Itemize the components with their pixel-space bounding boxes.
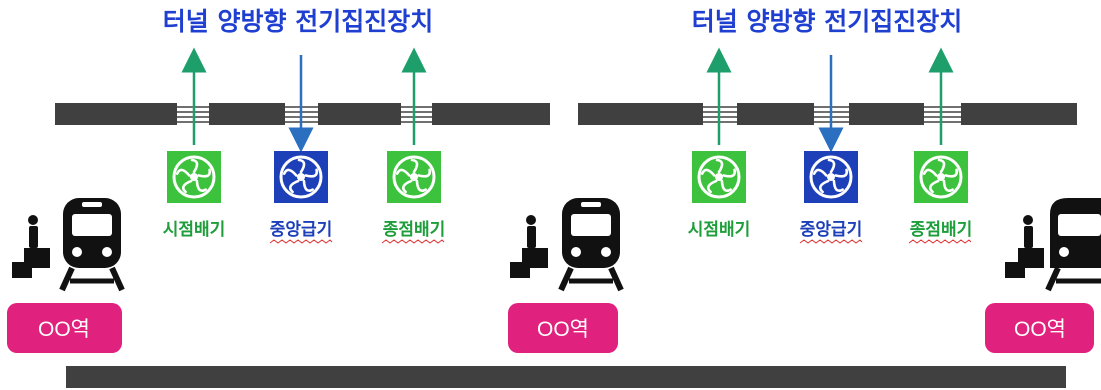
station-label: OO역 xyxy=(1014,318,1066,341)
fan-label-center-supply: 중앙급기 xyxy=(800,220,863,240)
fan-label-end-exhaust: 종점배기 xyxy=(383,220,446,240)
station-badge: OO역 xyxy=(508,303,618,353)
fan-icon xyxy=(804,151,858,203)
fan-icon xyxy=(692,151,746,203)
station-label: OO역 xyxy=(38,318,90,341)
person-icon xyxy=(12,215,50,278)
section-title-left: 터널 양방향 전기집진장치 xyxy=(163,7,433,36)
station-label: OO역 xyxy=(537,318,589,341)
train-icon xyxy=(59,198,125,292)
fan-label-start-exhaust: 시점배기 xyxy=(163,220,226,240)
fan-icon xyxy=(387,151,441,203)
tunnel-track-left xyxy=(55,103,550,125)
person-icon xyxy=(510,215,548,278)
fan-label-start-exhaust: 시점배기 xyxy=(688,220,751,240)
spellcheck-underline xyxy=(269,239,333,244)
train-icon xyxy=(558,198,624,292)
person-icon xyxy=(1005,215,1044,278)
fan-label-end-exhaust: 종점배기 xyxy=(910,220,973,240)
tunnel-track-right xyxy=(578,103,1077,125)
section-title-right: 터널 양방향 전기집진장치 xyxy=(692,7,962,36)
spellcheck-underline xyxy=(381,239,445,244)
spellcheck-underline xyxy=(799,239,863,244)
station-badge: OO역 xyxy=(985,303,1094,353)
train-icon xyxy=(1045,198,1101,292)
station-badge: OO역 xyxy=(7,303,122,353)
fan-icon xyxy=(274,151,328,203)
fan-icon xyxy=(167,151,221,203)
fan-label-center-supply: 중앙급기 xyxy=(270,220,333,240)
bottom-track xyxy=(66,366,1066,388)
fan-icon xyxy=(914,151,968,203)
spellcheck-underline xyxy=(908,239,972,244)
